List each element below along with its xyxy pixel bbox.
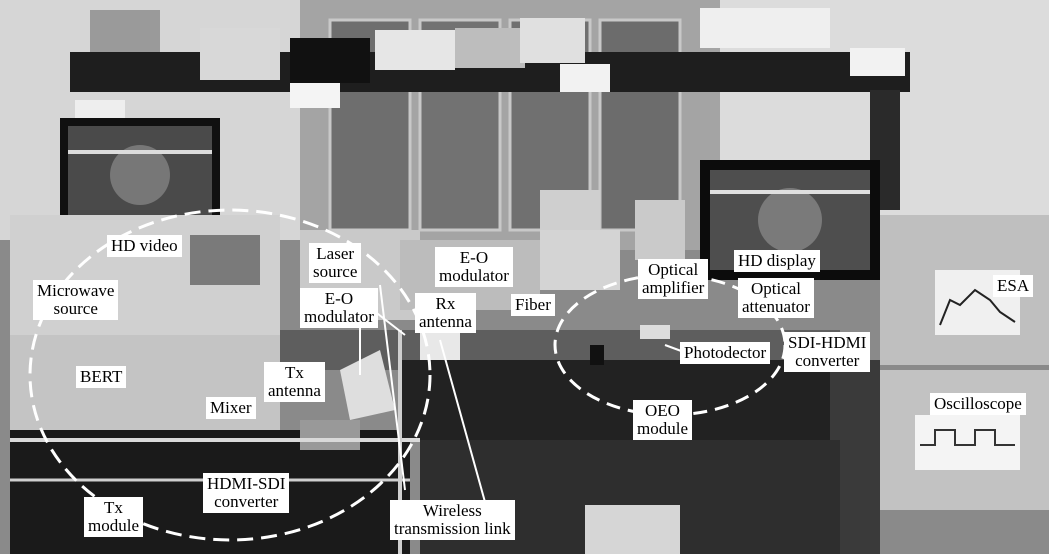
label-oeo-module: OEO module	[633, 400, 692, 440]
label-mixer: Mixer	[206, 397, 256, 419]
label-tx-module: Tx module	[84, 497, 143, 537]
label-rx-antenna: Rx antenna	[415, 293, 476, 333]
label-optical-attenuator: Optical attenuator	[738, 278, 814, 318]
label-esa: ESA	[993, 275, 1034, 297]
label-fiber: Fiber	[511, 294, 555, 316]
label-microwave-source: Microwave source	[33, 280, 119, 320]
label-sdi-hdmi-converter: SDI-HDMI converter	[784, 332, 871, 372]
label-eo-modulator-top: E-O modulator	[435, 247, 513, 287]
label-hdmi-sdi-converter: HDMI-SDI converter	[203, 473, 290, 513]
label-hd-video: HD video	[107, 235, 182, 257]
label-oscilloscope: Oscilloscope	[930, 393, 1026, 415]
label-eo-modulator-left: E-O modulator	[300, 288, 378, 328]
label-photodetector: Photodector	[680, 342, 771, 364]
label-bert: BERT	[76, 366, 127, 388]
label-hd-display: HD display	[734, 250, 820, 272]
label-laser-source: Laser source	[309, 243, 362, 283]
label-tx-antenna: Tx antenna	[264, 362, 325, 402]
label-wireless-transmission-link: Wireless transmission link	[390, 500, 515, 540]
label-optical-amplifier: Optical amplifier	[638, 259, 709, 299]
